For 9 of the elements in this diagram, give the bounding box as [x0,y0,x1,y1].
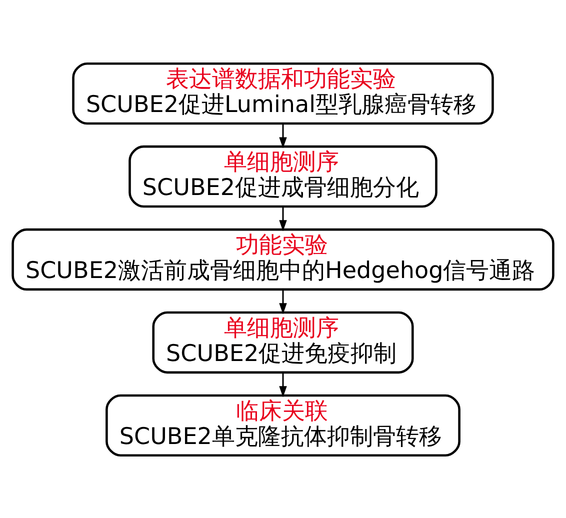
node-box: 临床关联 SCUBE2单克隆抗体抑制骨转移 [106,394,460,456]
node-box: 功能实验 SCUBE2激活前成骨细胞中的Hedgehog信号通路 [12,228,554,290]
arrow [279,206,287,231]
node-box: 表达谱数据和功能实验 SCUBE2促进Luminal型乳腺癌骨转移 [72,62,494,124]
node-box: 单细胞测序 SCUBE2促进成骨细胞分化 [128,144,438,208]
arrow [279,289,287,314]
arrow [279,123,287,148]
node-box: 单细胞测序 SCUBE2促进免疫抑制 [152,310,414,374]
arrow [279,372,287,397]
